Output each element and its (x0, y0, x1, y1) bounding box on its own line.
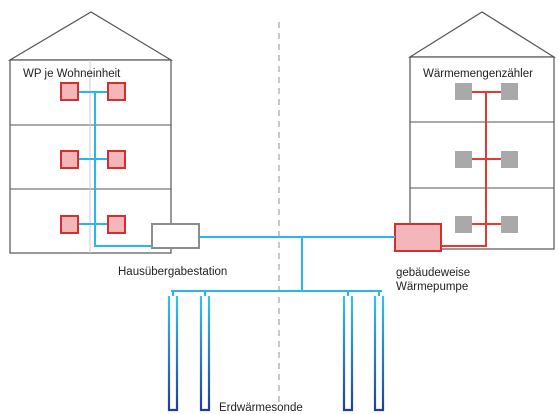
geothermal-probes (167, 296, 385, 412)
left-building-roof (7, 11, 174, 61)
heat-meter (455, 83, 472, 100)
apartment-heatpump (60, 215, 79, 234)
left-building (7, 11, 174, 254)
apartment-heatpump (60, 82, 79, 101)
right-building-label: Wärmemengenzähler (423, 68, 533, 80)
heatpump-label-line2: Wärmepumpe (396, 281, 468, 293)
heat-meter (501, 216, 518, 233)
brine-network (171, 236, 395, 296)
heatpump-label-line1: gebäudeweise (396, 267, 470, 279)
heat-meter (455, 216, 472, 233)
left-unit-branches (78, 91, 108, 225)
geothermal-probe (373, 296, 385, 412)
apartment-heatpump (107, 150, 126, 169)
apartment-heatpump (107, 82, 126, 101)
heat-meters (455, 83, 518, 233)
heat-meter (501, 83, 518, 100)
right-unit-branches (472, 91, 501, 225)
apartment-heatpump (107, 215, 126, 234)
heat-meter (501, 151, 518, 168)
apartment-heatpumps (60, 82, 126, 234)
left-building-label: WP je Wohneinheit (23, 68, 121, 80)
apartment-heatpump (60, 150, 79, 169)
geothermal-probe (342, 296, 354, 412)
central-heatpump (394, 223, 442, 252)
right-building-roof (407, 11, 557, 58)
heat-meter (455, 151, 472, 168)
right-heat-riser (441, 92, 487, 247)
geothermal-probe (199, 296, 211, 412)
substation-label: Hausübergabestation (118, 266, 227, 278)
geothermal-probe (167, 296, 179, 412)
left-riser-pipe (94, 92, 152, 247)
right-building (407, 11, 557, 250)
substation-box (151, 223, 200, 249)
probes-label: Erdwärmesonde (219, 402, 303, 414)
right-building-body (409, 56, 555, 250)
